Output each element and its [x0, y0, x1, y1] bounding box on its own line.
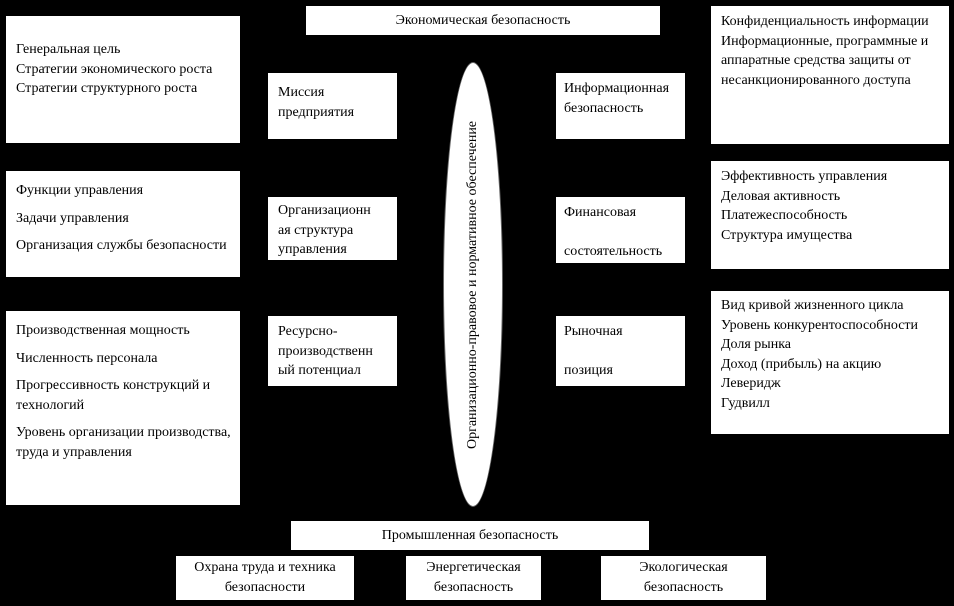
market-position-box: Рыночная позиция [555, 315, 686, 387]
economic-security-banner: Экономическая безопасность [305, 5, 661, 36]
text-line: Уровень конкурентоспособности [721, 317, 919, 333]
text-line: Структура имущества [721, 227, 853, 243]
org-legal-ellipse-label: Организационно-правовое и нормативное об… [465, 120, 480, 449]
text-line: Уровень организации производства, труда … [16, 425, 231, 460]
economic-security-label: Экономическая безопасность [395, 12, 571, 28]
confidentiality-box: Конфиденциальность информации Информацио… [710, 5, 950, 145]
text-line: Конфиденциальность информации [721, 14, 929, 29]
text-line: Организация службы безопасности [16, 238, 227, 254]
text-line: Ресурсно- [278, 324, 338, 339]
text-line: Прогрессивность конструкций и технологий [16, 378, 211, 413]
text-line: Миссия предприятия [278, 85, 355, 120]
text-line: Информационная безопасность [564, 81, 670, 116]
org-structure-box: Организационн ая структура управления [267, 196, 398, 261]
text-line: Финансовая [564, 205, 637, 220]
text-line: производственн [278, 343, 373, 359]
text-line: Производственная мощность [16, 323, 190, 338]
text-line: Эффективность управления [721, 169, 888, 184]
labor-safety-box: Охрана труда и техника безопасности [175, 555, 355, 601]
management-efficiency-box: Эффективность управления Деловая активно… [710, 160, 950, 270]
text-line: позиция [564, 362, 613, 378]
general-goal-box: Генеральная цель Стратегии экономическог… [5, 15, 241, 144]
text-line: Деловая активность [721, 188, 841, 204]
ecology-security-box: Экологическая безопасность [600, 555, 767, 601]
text-line: Функции управления [16, 183, 144, 198]
labor-safety-label: Охрана труда и техника безопасности [194, 560, 336, 595]
text-line: Стратегии структурного роста [16, 81, 198, 97]
text-line: Генеральная цель [16, 42, 121, 57]
text-line: состоятельность [564, 243, 663, 259]
ecology-security-label: Экологическая безопасность [639, 560, 728, 595]
management-functions-box: Функции управления Задачи управления Орг… [5, 170, 241, 278]
text-line: Задачи управления [16, 210, 129, 226]
text-line: Стратегии экономического роста [16, 61, 213, 77]
resource-potential-box: Ресурсно- производственн ый потенциал [267, 315, 398, 387]
text-line: Гудвилл [721, 395, 770, 411]
text-line: Платежеспособность [721, 208, 848, 224]
text-line: Доля рынка [721, 337, 791, 353]
energy-security-box: Энергетическая безопасность [405, 555, 542, 601]
financial-solvency-box: Финансовая состоятельность [555, 196, 686, 264]
text-line: Вид кривой жизненного цикла [721, 298, 904, 313]
text-line: ый потенциал [278, 363, 361, 379]
text-line: Леверидж [721, 376, 781, 392]
industrial-security-banner: Промышленная безопасность [290, 520, 650, 551]
text-line: ая структура [278, 222, 354, 238]
org-legal-ellipse: Организационно-правовое и нормативное об… [443, 62, 503, 507]
production-capacity-box: Производственная мощность Численность пе… [5, 310, 241, 506]
mission-box: Миссия предприятия [267, 72, 398, 140]
energy-security-label: Энергетическая безопасность [426, 560, 521, 595]
text-line: Доход (прибыль) на акцию [721, 356, 882, 372]
text-line: Численность персонала [16, 350, 158, 366]
text-line: Рыночная [564, 324, 623, 339]
industrial-security-label: Промышленная безопасность [381, 527, 559, 543]
text-line: управления [278, 242, 347, 258]
text-line: Организационн [278, 203, 371, 218]
text-line: Информационные, программные и аппаратные… [721, 33, 929, 88]
information-security-box: Информационная безопасность [555, 72, 686, 140]
lifecycle-box: Вид кривой жизненного цикла Уровень конк… [710, 290, 950, 435]
